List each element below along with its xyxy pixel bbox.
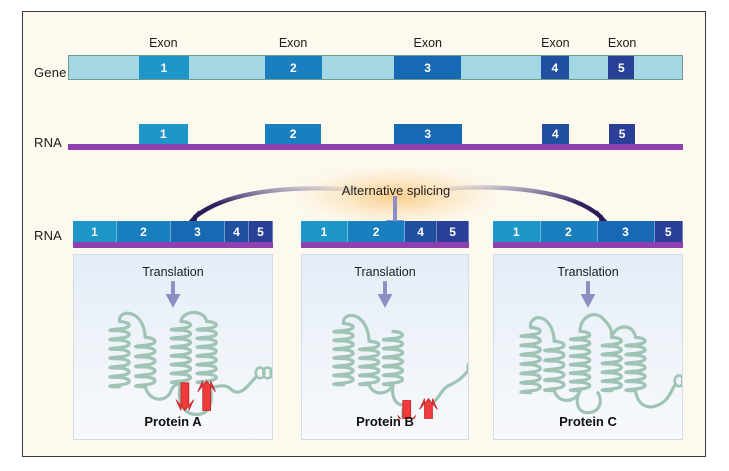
protein-structure-art xyxy=(519,313,682,415)
variant-b-exon-2: 2 xyxy=(348,221,406,242)
rna-exon-3: 3 xyxy=(393,124,462,144)
protein-helix xyxy=(624,335,647,393)
variant-a-exon-1: 1 xyxy=(73,221,117,242)
protein-panel-b: Translation Protein B xyxy=(301,254,469,440)
protein-loop xyxy=(177,381,213,417)
gene-row-label: Gene xyxy=(34,65,67,80)
variant-rna-label-a: RNA xyxy=(34,228,63,243)
protein-helix xyxy=(600,335,623,393)
protein-name-a: Protein A xyxy=(144,414,202,429)
protein-panel-a: Translation Protein A xyxy=(73,254,273,440)
translation-arrow-b xyxy=(302,281,468,309)
gene-exon-caption-2: Exon xyxy=(278,36,308,50)
gene-exon-4: 4 xyxy=(541,56,569,79)
protein-helix xyxy=(519,325,542,395)
protein-structure-art xyxy=(108,310,272,417)
rna-backbone-line xyxy=(68,144,683,150)
variant-a-exon-2: 2 xyxy=(117,221,171,242)
translation-label-c: Translation xyxy=(557,265,619,279)
rna-exon-4: 4 xyxy=(541,124,570,144)
protein-helix xyxy=(195,319,218,385)
protein-helix xyxy=(134,335,157,389)
gene-exon-caption-3: Exon xyxy=(413,36,443,50)
gene-exon-3: 3 xyxy=(393,56,462,79)
protein-loop xyxy=(575,389,602,415)
protein-helix xyxy=(381,329,405,387)
variant-backbone-c xyxy=(493,242,683,248)
protein-coil-tail xyxy=(254,366,272,380)
variant-b-exon-1: 1 xyxy=(301,221,349,242)
variant-c-exon-5: 5 xyxy=(654,221,683,242)
gene-exon-caption-5: Exon xyxy=(607,36,637,50)
protein-helix xyxy=(543,339,566,393)
protein-helix xyxy=(332,321,355,387)
protein-beta-sheet xyxy=(419,397,438,419)
translation-arrow-c xyxy=(494,281,682,309)
variant-c-exon-2: 2 xyxy=(540,221,598,242)
rna-row-label: RNA xyxy=(34,135,63,150)
protein-helix xyxy=(108,319,131,389)
translation-label-b: Translation xyxy=(354,265,416,279)
variant-b-exon-5: 5 xyxy=(437,221,469,242)
protein-loop xyxy=(426,369,468,407)
protein-coil-tail xyxy=(673,374,682,388)
gene-track: 1 2 3 4 5 xyxy=(68,55,683,80)
protein-loop xyxy=(610,325,638,339)
rna-exon-5: 5 xyxy=(609,124,636,144)
translation-label-a: Translation xyxy=(142,265,204,279)
protein-structure-art xyxy=(332,314,468,419)
alternative-splicing-label: Alternative splicing xyxy=(341,183,451,198)
variant-a-exon-4: 4 xyxy=(225,221,249,242)
protein-beta-sheet xyxy=(175,382,195,412)
gene-exon-1: 1 xyxy=(139,56,189,79)
protein-loop xyxy=(578,313,614,339)
variant-backbone-a xyxy=(73,242,273,248)
protein-helix xyxy=(357,339,381,387)
translation-arrow-a xyxy=(74,281,272,309)
protein-helix xyxy=(568,329,592,393)
variant-c-exon-1: 1 xyxy=(493,221,541,242)
protein-loop xyxy=(633,383,677,409)
variant-c-exon-3: 3 xyxy=(597,221,655,242)
gene-exon-2: 2 xyxy=(265,56,322,79)
variant-backbone-b xyxy=(301,242,469,248)
protein-panel-c: Translation Protein C xyxy=(493,254,683,440)
variant-a-exon-5: 5 xyxy=(249,221,273,242)
protein-loop xyxy=(117,311,147,339)
protein-name-b: Protein B xyxy=(356,414,414,429)
gene-exon-caption-4: Exon xyxy=(541,36,570,50)
protein-beta-sheet xyxy=(197,380,216,411)
gene-exon-5: 5 xyxy=(608,56,635,79)
protein-beta-sheet xyxy=(397,400,416,419)
gene-exon-caption-1: Exon xyxy=(149,36,178,50)
protein-loop xyxy=(179,310,209,324)
protein-loop xyxy=(341,314,371,343)
protein-name-c: Protein C xyxy=(559,414,617,429)
variant-a-exon-3: 3 xyxy=(171,221,225,242)
variant-b-exon-4: 4 xyxy=(405,221,438,242)
protein-loop xyxy=(529,316,556,343)
rna-exon-1: 1 xyxy=(138,124,188,144)
protein-helix xyxy=(169,319,193,385)
rna-exon-2: 2 xyxy=(264,124,322,144)
